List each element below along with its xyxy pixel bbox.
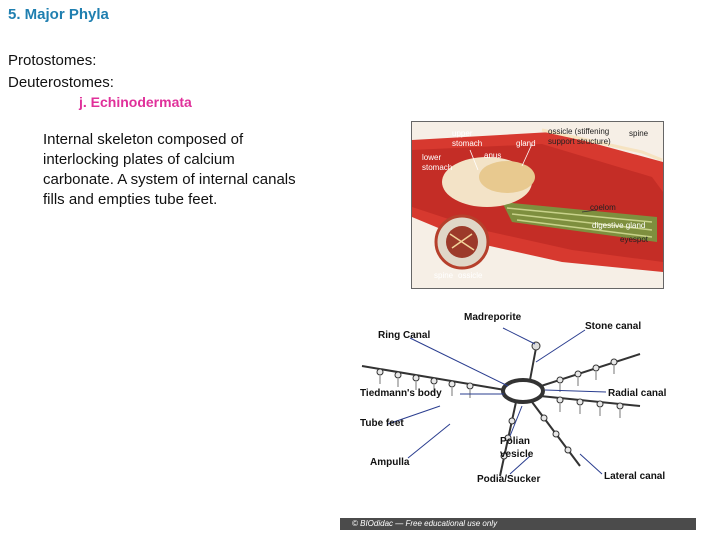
water-vascular-illustration: Madreporite Ring Canal Stone canal Tiedm… (360, 312, 667, 485)
label-eyespot: eyespot (620, 235, 649, 244)
label-polian-vesicle-1: Polian (500, 436, 530, 447)
label-upper-stomach-2: stomach (452, 139, 482, 148)
label-ossicle-bottom: ossicle (458, 271, 483, 280)
label-ossicle-2: support structure) (548, 137, 611, 146)
label-radial-canal: Radial canal (608, 388, 667, 399)
slide-title: 5. Major Phyla (8, 6, 109, 23)
label-digestive-gland: digestive gland (592, 221, 645, 230)
label-anus: anus (484, 151, 501, 160)
copyright-text: © BIOdidac — Free educational use only (352, 519, 498, 528)
label-spine-top: spine (629, 129, 649, 138)
label-ossicle-1: ossicle (stiffening (548, 127, 609, 136)
label-lower-stomach-1: lower (422, 153, 441, 162)
water-vascular-diagram: Madreporite Ring Canal Stone canal Tiedm… (340, 306, 705, 516)
copyright-bar: © BIOdidac — Free educational use only (340, 518, 696, 530)
label-spine-bottom: spine (434, 271, 454, 280)
label-lower-stomach-2: stomach (422, 163, 452, 172)
label-lateral-canal: Lateral canal (604, 471, 665, 482)
label-podia-sucker: Podia/Sucker (477, 474, 540, 485)
label-polian-vesicle-2: vesicle (500, 449, 534, 460)
label-gland: gland (516, 139, 536, 148)
label-stone-canal: Stone canal (585, 321, 641, 332)
label-madreporite: Madreporite (464, 312, 522, 323)
echinodermata-subheading: j. Echinodermata (79, 94, 192, 110)
label-ampulla: Ampulla (370, 457, 410, 468)
label-upper-stomach-1: upper (452, 129, 473, 138)
label-coelom: coelom (590, 203, 616, 212)
description-text: Internal skeleton composed of interlocki… (43, 131, 296, 208)
label-tube-feet: Tube feet (360, 418, 404, 429)
sea-star-arm-illustration: upper stomach lower stomach gland anus o… (412, 122, 663, 288)
sea-star-arm-photo: upper stomach lower stomach gland anus o… (411, 121, 664, 289)
protostomes-label: Protostomes: (8, 52, 97, 69)
label-ring-canal: Ring Canal (378, 330, 430, 341)
deuterostomes-label: Deuterostomes: (8, 74, 114, 91)
label-tiedmanns-body: Tiedmann's body (360, 388, 442, 399)
